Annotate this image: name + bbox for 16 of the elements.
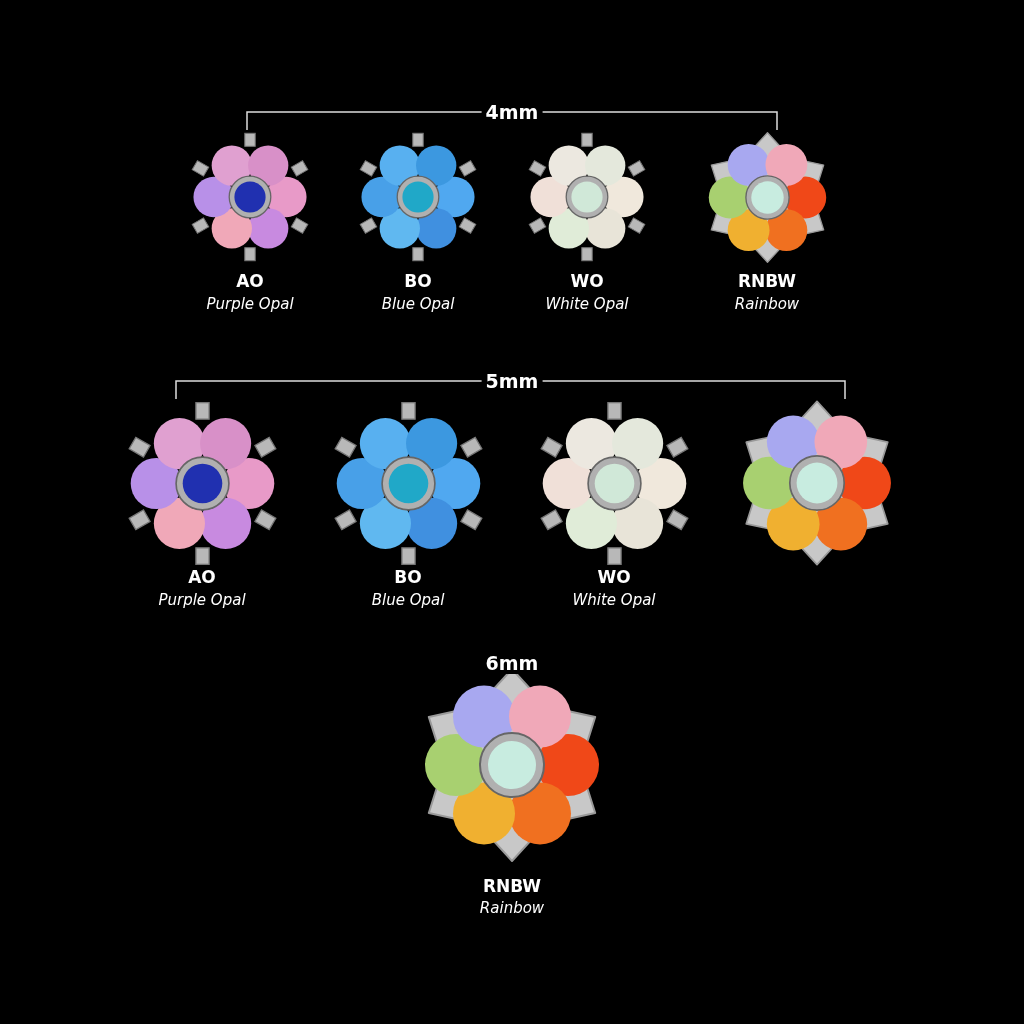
product-code: AO	[236, 271, 264, 291]
product-name: Rainbow	[734, 295, 800, 313]
product-name: White Opal	[572, 591, 656, 609]
product-name: Blue Opal	[381, 295, 455, 313]
product-code: BO	[394, 567, 422, 587]
product-name: Purple Opal	[158, 591, 246, 609]
product-code: WO	[570, 271, 604, 291]
product-name: Rainbow	[479, 899, 545, 917]
product-name: Blue Opal	[371, 591, 445, 609]
product-code: BO	[404, 271, 432, 291]
product-code: WO	[597, 567, 631, 587]
product-name: White Opal	[545, 295, 629, 313]
product-code: RNBW	[737, 271, 797, 291]
product-code: AO	[188, 567, 216, 587]
product-name: Purple Opal	[206, 295, 294, 313]
product-code: RNBW	[482, 876, 542, 896]
